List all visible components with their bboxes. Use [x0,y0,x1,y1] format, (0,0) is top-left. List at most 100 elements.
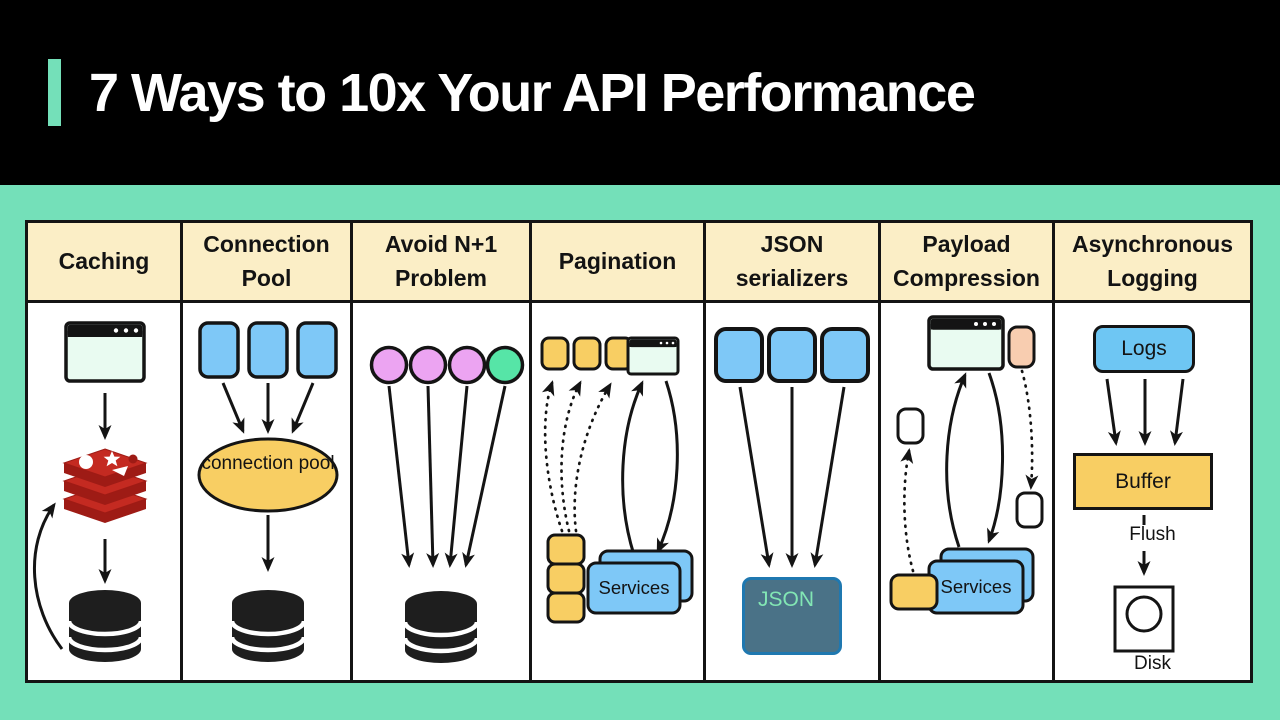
client-card-icon [247,321,289,379]
compressed-output-icon [889,573,939,611]
redis-cache-icon [62,448,148,523]
dashed-arrow-compress [1020,369,1039,490]
column-title: Asynchronous Logging [1071,231,1234,291]
connection-pool-label: connection pool [201,453,335,474]
disk-icon [1113,585,1175,653]
dashed-arrow-page [573,382,612,533]
column-async-logging: Asynchronous Logging [1055,223,1250,680]
arrow-services-to-client [945,372,967,548]
services-label: Services [598,577,670,598]
arrow-to-pool [291,382,315,434]
page-title: 7 Ways to 10x Your API Performance [89,62,976,123]
dashed-arrow-page [560,380,582,533]
column-header-json-serializers: JSON serializers [706,223,878,303]
column-title: JSON serializers [735,231,849,291]
arrow-client-to-services [656,380,679,554]
column-json-serializers: JSON serializers [706,223,881,680]
content-background: Caching [0,185,1280,720]
column-payload-compression: Payload Compression [881,223,1055,680]
avoid-n-plus-1-diagram [353,303,529,680]
arrow-client-to-services [987,372,1004,544]
comparison-table: Caching [25,220,1253,683]
column-header-caching: Caching [28,223,180,303]
json-label: JSON [758,588,815,611]
object-card-icon [714,327,764,383]
result-chunk-icon [546,562,586,595]
object-card-icon [820,327,870,383]
column-header-pagination: Pagination [532,223,703,303]
column-caching: Caching [28,223,183,680]
database-icon [402,591,480,663]
database-icon [66,590,144,662]
column-header-avoid-n-plus-1: Avoid N+1 Problem [353,223,529,303]
json-serializers-diagram: JSON [706,303,878,680]
title-accent-bar [48,59,61,126]
single-query-circle-icon [485,345,525,385]
services-front-box [586,561,682,615]
dashed-arrow-decompress [900,448,915,573]
title-bar: 7 Ways to 10x Your API Performance [0,0,1280,185]
column-title: Avoid N+1 Problem [384,231,498,291]
json-serializers-canvas [714,327,870,568]
logs-label: Logs [1121,337,1167,360]
buffer-box: Buffer [1073,453,1213,510]
client-card-icon [198,321,240,379]
page-chunk-icon [572,336,602,371]
column-title: Payload Compression [893,231,1040,291]
pagination-diagram: Services [532,303,703,680]
dashed-arrow-page [541,380,564,533]
query-circle-icon [369,345,409,385]
compressed-payload-icon [1015,491,1044,529]
result-chunk-icon [546,591,586,624]
compressed-payload-icon [896,407,925,445]
browser-window-icon [64,321,146,383]
arrow-to-json [810,386,846,568]
arrow-log-to-buffer [1105,378,1121,446]
column-title: Caching [58,247,150,274]
column-pagination: Pagination [532,223,706,680]
services-label: Services [940,576,1012,597]
column-header-connection-pool: Connection Pool [183,223,350,303]
browser-window-icon [927,315,1005,371]
json-output-box: JSON [742,577,842,655]
connection-pool-ellipse [197,437,339,513]
avoid-n-plus-1-canvas [369,345,525,663]
arrow-to-pool [221,382,245,434]
arrow-query-to-db [444,385,469,568]
result-chunk-icon [546,533,586,566]
client-card-icon [296,321,338,379]
browser-window-icon [626,336,680,376]
arrow-to-json [738,386,774,568]
arrow-query-to-db [387,385,415,568]
column-header-async-logging: Asynchronous Logging [1055,223,1250,303]
caching-canvas [32,321,148,662]
object-card-icon [767,327,817,383]
column-connection-pool: Connection Pool [183,223,353,680]
query-circle-icon [408,345,448,385]
uncompressed-payload-icon [1007,325,1036,369]
connection-pool-canvas [197,321,339,662]
column-title: Pagination [558,247,677,274]
async-logging-diagram: Logs Buffer Flush Disk [1055,303,1250,680]
payload-compression-diagram: Services [881,303,1052,680]
async-logging-canvas [1105,378,1185,653]
logs-box: Logs [1093,325,1195,373]
query-circle-icon [447,345,487,385]
connection-pool-diagram: connection pool [183,303,350,680]
arrow-services-to-client [621,380,644,556]
flush-label: Flush [1129,524,1176,545]
column-header-payload-compression: Payload Compression [881,223,1052,303]
caching-diagram [28,303,180,680]
page-chunk-icon [540,336,570,371]
arrow-log-to-buffer [1170,378,1185,446]
arrow-query-to-db [462,385,507,568]
column-avoid-n-plus-1: Avoid N+1 Problem [353,223,532,680]
disk-label: Disk [1134,653,1171,674]
buffer-label: Buffer [1115,469,1171,493]
payload-compression-canvas [889,315,1044,615]
arrow-db-back-to-cache [32,502,64,650]
pagination-canvas [540,336,694,624]
database-icon [229,590,307,662]
arrow-query-to-db [426,385,440,568]
